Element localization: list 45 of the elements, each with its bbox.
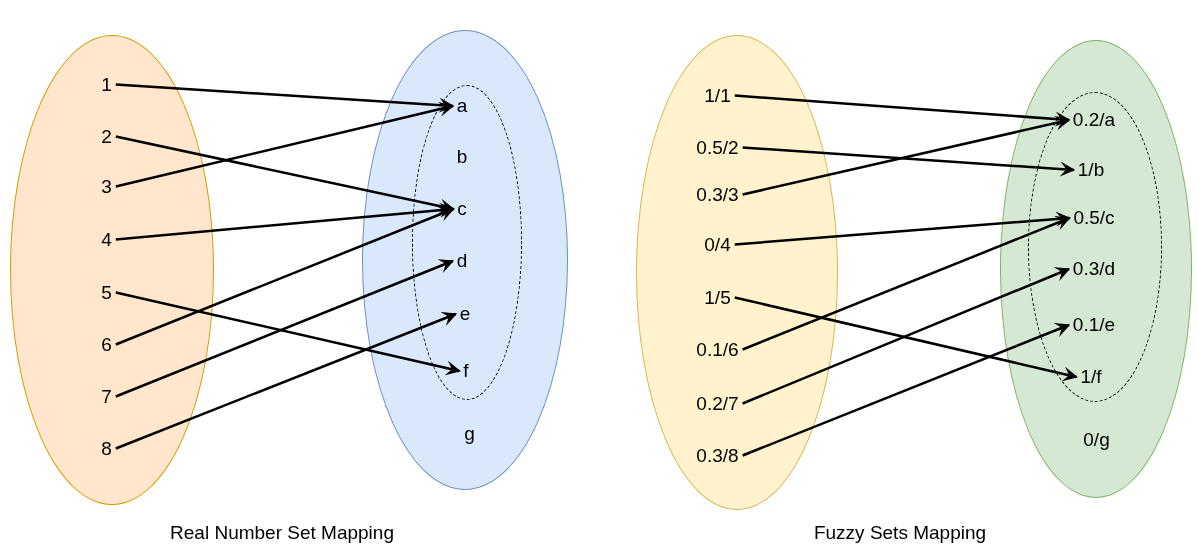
arrow xyxy=(115,207,455,346)
arrow xyxy=(115,135,455,214)
element-label: 0/4 xyxy=(704,233,731,256)
element-label: 0.2/a xyxy=(1072,109,1116,131)
arrow xyxy=(742,267,1071,405)
element-label: 0.3/8 xyxy=(696,444,739,467)
caption: Real Number Set Mapping xyxy=(170,522,394,544)
element-label: 8 xyxy=(101,437,112,460)
element-label: e xyxy=(459,303,471,325)
element-label: g xyxy=(464,422,475,445)
element-label: 5 xyxy=(101,281,112,304)
arrow xyxy=(742,323,1071,457)
arrow xyxy=(115,291,461,376)
arrow xyxy=(742,216,1071,351)
element-label: 4 xyxy=(101,228,112,251)
element-label: d xyxy=(456,250,468,272)
arrow xyxy=(115,259,455,398)
arrow xyxy=(742,115,1071,196)
element-label: b xyxy=(456,146,468,168)
element-label: 2 xyxy=(101,125,112,148)
element-label: 0.5/2 xyxy=(696,136,739,159)
element-label: 1/5 xyxy=(704,286,731,309)
arrow xyxy=(734,296,1078,382)
element-label: 0.2/7 xyxy=(696,392,739,415)
element-label: 0.1/6 xyxy=(696,338,739,361)
element-label: f xyxy=(463,360,469,382)
element-label: 6 xyxy=(101,333,112,356)
arrow xyxy=(115,101,455,188)
element-label: 3 xyxy=(101,175,112,198)
arrow xyxy=(734,94,1071,127)
element-label: 0.3/d xyxy=(1072,258,1116,280)
arrow xyxy=(115,312,458,450)
element-label: 0/g xyxy=(1083,428,1110,451)
element-label: a xyxy=(456,95,468,117)
element-label: 1 xyxy=(101,73,112,96)
element-label: 1/b xyxy=(1077,159,1105,181)
element-label: c xyxy=(457,198,467,220)
element-label: 0.5/c xyxy=(1073,207,1115,229)
element-label: 1/f xyxy=(1080,366,1102,388)
arrow xyxy=(742,146,1076,177)
element-label: 1/1 xyxy=(704,84,731,107)
element-label: 0.3/3 xyxy=(696,183,739,206)
element-label: 0.1/e xyxy=(1072,314,1116,336)
element-label: 7 xyxy=(101,385,112,408)
caption: Fuzzy Sets Mapping xyxy=(813,522,987,544)
